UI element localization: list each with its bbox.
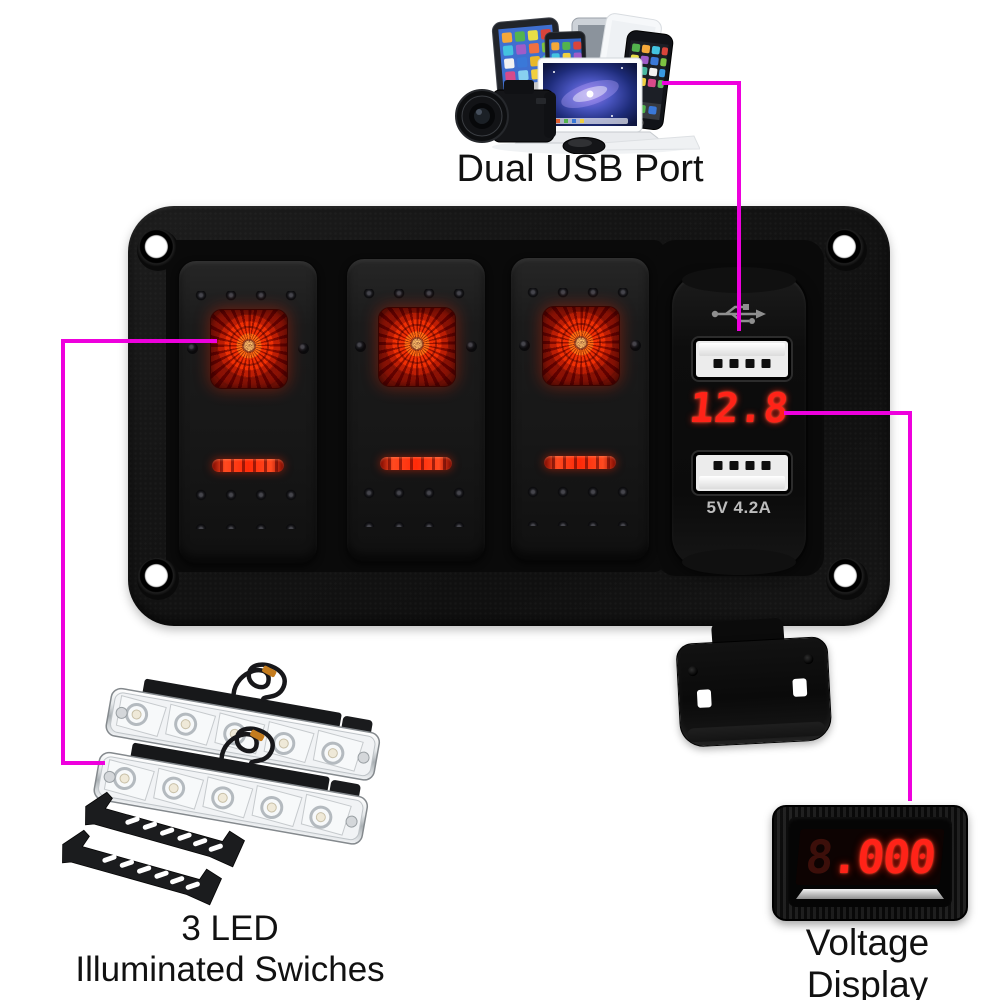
usb-tongue [699,476,785,489]
switch-backlight-red [378,307,456,387]
dual-usb-port-label: Dual USB Port [456,148,704,190]
dual-usb-charger-module: 12.8 5V 4.2A [670,267,808,575]
rivet-dot [466,341,477,352]
led-switches-label: 3 LED Illuminated Swiches [30,908,430,990]
usb-contacts [713,461,771,470]
rivet-dot [355,341,366,352]
leader-line-ledbar-h [61,761,105,765]
switch-backlight-red [542,306,620,386]
usb-port-bottom [693,452,791,494]
rocker-switch-1 [178,260,318,564]
rivet-dot [187,343,198,354]
rivet-dots [189,483,309,529]
led-switches-label-line1: 3 LED [181,909,279,948]
leader-line-voltmeter-h [784,411,912,415]
usb-port-top [693,338,791,380]
rivet-dot [519,340,530,351]
voltage-display-module: 8.000 [772,805,968,921]
switch-backlight-red [210,309,288,389]
rivet-dot [298,343,309,354]
rivet-dots [357,481,477,527]
dslr-camera-icon [455,80,556,143]
switch-indicator-bar [212,459,284,472]
rivet-dots [521,288,641,300]
leader-line-usb-v [737,81,741,331]
rivet-dots [357,289,477,301]
voltage-display-label: Voltage Display [805,922,930,1000]
screw-hole-top-left [137,229,179,271]
switch-indicator-bar [544,456,616,469]
leader-line-voltmeter-v [908,411,912,801]
screw-hole-bottom-right [826,558,868,600]
devices-collage-image [455,13,700,154]
rivet-dot [630,340,641,351]
mouse-icon [562,137,606,154]
screw-hole-bottom-left [137,558,179,600]
cover-dimple [803,653,814,665]
cover-slot [696,689,712,708]
leader-line-usb-h [662,81,740,85]
cover-dimple [687,665,699,677]
usb-tongue [699,343,785,356]
rocker-switch-2 [346,258,486,562]
led-switches-label-line2: Illuminated Swiches [75,950,385,989]
usb-voltmeter-readout: 12.8 [687,384,791,432]
dust-cover-cap [675,636,833,748]
voltage-value: .000 [829,830,937,884]
voltage-display-silver-strip [796,889,944,899]
rocker-switch-3 [510,257,650,561]
voltage-display-bezel: 8.000 [788,817,952,907]
leader-line-switch-v [61,339,65,765]
cover-lip [686,721,826,743]
voltage-display-readout: 8.000 [795,829,945,885]
usb-rating-label: 5V 4.2A [706,498,772,517]
switch-indicator-bar [380,457,452,470]
screw-hole-top-right [825,229,867,271]
rivet-dots [189,291,309,303]
rivet-dots [521,480,641,526]
led-light-bars-image [56,641,415,907]
usb-contacts [713,359,771,368]
leader-line-switch-h [61,339,217,343]
cover-slot [792,678,808,697]
